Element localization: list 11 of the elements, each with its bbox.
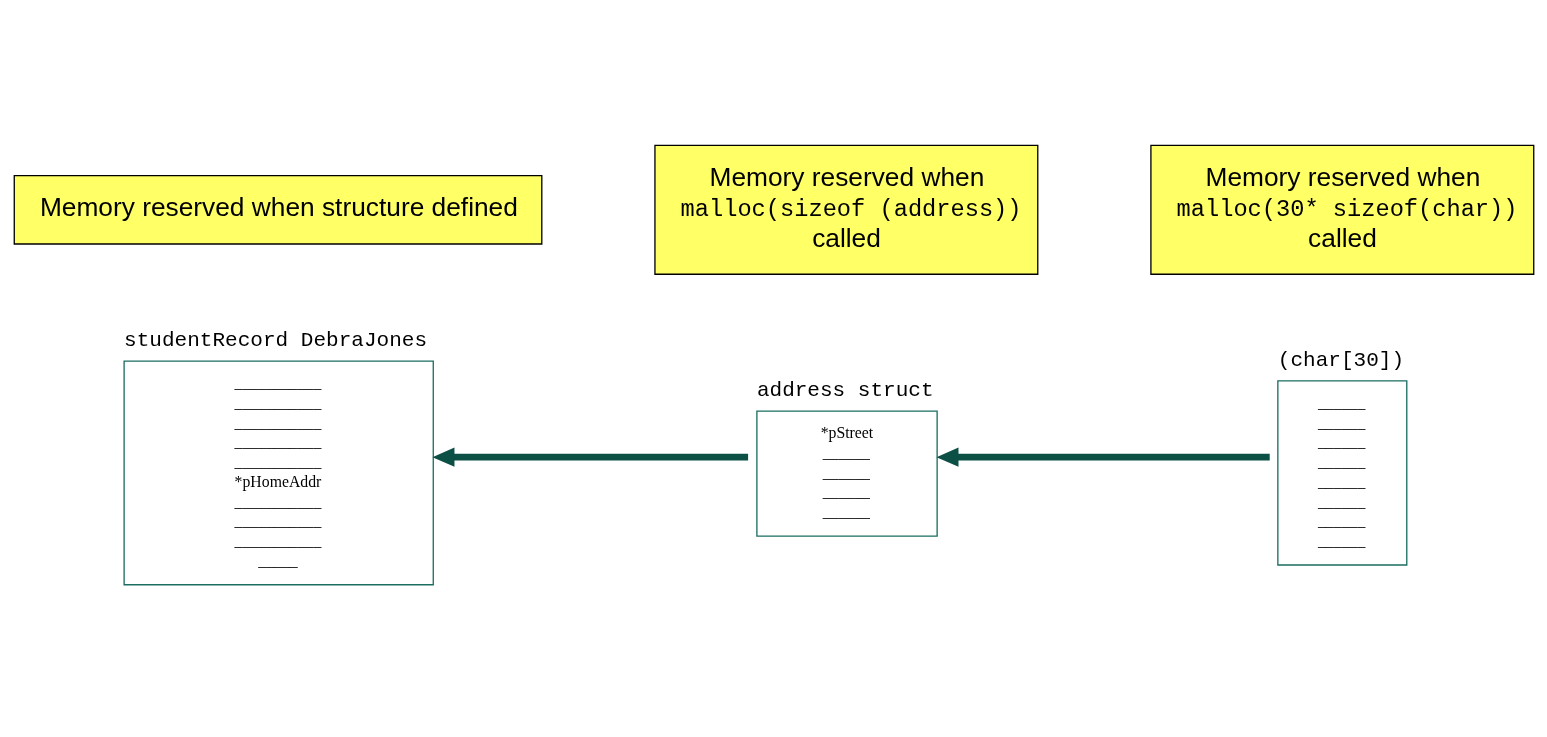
- node-label: studentRecord DebraJones: [123, 327, 427, 352]
- node-box: Memory reserved when malloc(30* sizeof(char)) called: [1149, 144, 1534, 275]
- node-box: Memory reserved when malloc(sizeof (address)) called: [653, 144, 1038, 275]
- arrow: [935, 447, 1270, 467]
- node-box: ___________ ___________ ___________ ___________ ___________ *pHomeAddr ___________ ___________ ___________ _____: [122, 359, 434, 585]
- node-box: ______ ______ ______ ______ ______ ______ ______ ______: [1276, 379, 1407, 566]
- node-label: address struct: [756, 377, 934, 402]
- node-box: *pStreet ______ ______ ______ ______: [755, 409, 938, 537]
- node-label: (char[30]): [1277, 347, 1404, 372]
- arrow: [431, 447, 748, 467]
- node-box: Memory reserved when structure defined: [13, 174, 542, 245]
